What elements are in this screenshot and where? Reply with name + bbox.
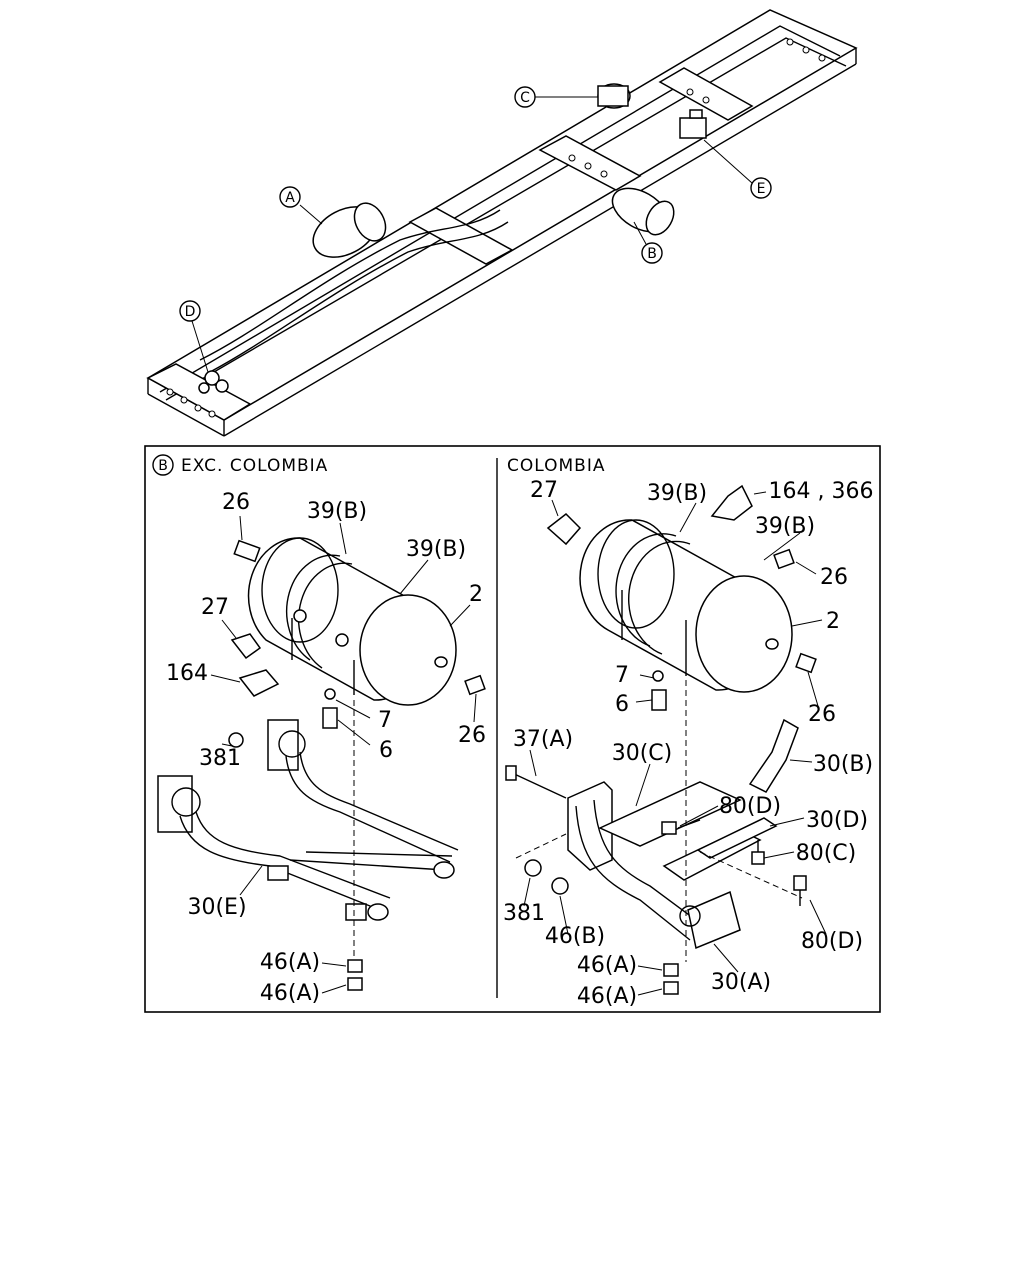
left-label-164: 164 [166,661,208,686]
left-label-26-right: 26 [458,723,486,748]
right-label-7: 7 [615,663,629,688]
left-label-30e: 30(E) [187,895,246,920]
right-label-46a-1: 46(A) [577,953,637,978]
left-panel: B EXC. COLOMBIA [152,454,486,1006]
left-label-6: 6 [379,738,393,763]
svg-text:A: A [285,190,295,206]
left-header-marker: B [158,458,168,474]
chassis-frame-drawing [146,9,858,437]
left-label-2: 2 [469,582,483,607]
right-label-164-366: 164 , 366 [769,479,874,504]
right-label-46a-2: 46(A) [577,984,637,1009]
left-header: EXC. COLOMBIA [181,456,328,476]
right-label-30d: 30(D) [806,808,868,833]
callout-b: B [633,221,663,264]
left-label-27: 27 [201,595,229,620]
callout-a: A [279,186,323,225]
right-label-6: 6 [615,692,629,717]
right-label-26-bottom: 26 [808,702,836,727]
right-label-46b: 46(B) [545,924,605,949]
left-label-39b-2: 39(B) [406,537,466,562]
right-label-37a: 37(A) [513,727,573,752]
svg-text:B: B [647,246,657,262]
right-label-39b-1: 39(B) [647,481,707,506]
right-air-tank [579,519,793,693]
left-air-tank [247,537,457,706]
callout-d: D [179,300,209,373]
left-bracket-30e [157,719,459,921]
right-header: COLOMBIA [507,456,605,476]
right-panel: COLOMBIA [503,456,873,1009]
right-label-27: 27 [530,478,558,503]
right-bracket-assembly [567,718,799,950]
svg-text:C: C [520,90,530,106]
right-label-30a: 30(A) [711,970,771,995]
right-label-2: 2 [826,609,840,634]
svg-text:D: D [185,304,196,320]
right-label-80c: 80(C) [796,841,857,866]
right-label-26-top: 26 [820,565,848,590]
callout-e: E [703,139,772,199]
callout-c: C [514,86,598,108]
detail-frame [144,445,881,1013]
left-label-381: 381 [199,746,241,771]
left-label-46a-2: 46(A) [260,981,320,1006]
left-label-7: 7 [378,708,392,733]
right-label-39b-2: 39(B) [755,514,815,539]
left-label-26-top: 26 [222,490,250,515]
left-label-46a-1: 46(A) [260,950,320,975]
right-label-80d-2: 80(D) [801,929,863,954]
svg-text:E: E [757,181,766,197]
right-label-80d-1: 80(D) [719,794,781,819]
right-label-381: 381 [503,901,545,926]
right-label-30c: 30(C) [612,741,673,766]
left-label-39b-1: 39(B) [307,499,367,524]
right-label-30b: 30(B) [813,752,873,777]
